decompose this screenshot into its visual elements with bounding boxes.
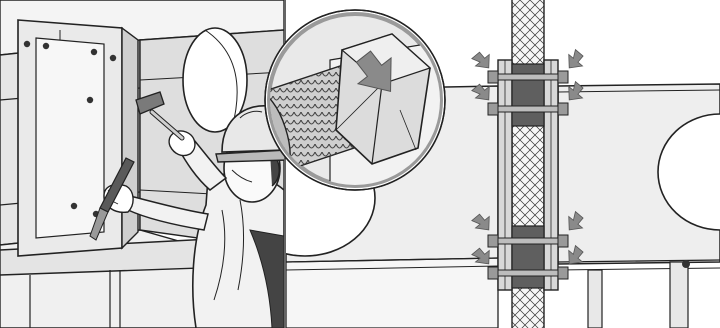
flange-bolt — [91, 49, 97, 55]
flange-bolt — [87, 97, 93, 103]
duct-flange-frame — [18, 20, 138, 256]
flange-bolt — [110, 55, 116, 61]
flange-bolt — [71, 203, 77, 209]
gasket-upper — [512, 64, 544, 126]
gasket-lower — [512, 226, 544, 288]
left-panel — [0, 0, 288, 328]
flange-bolt — [24, 41, 30, 47]
flange-bolt — [43, 43, 49, 49]
